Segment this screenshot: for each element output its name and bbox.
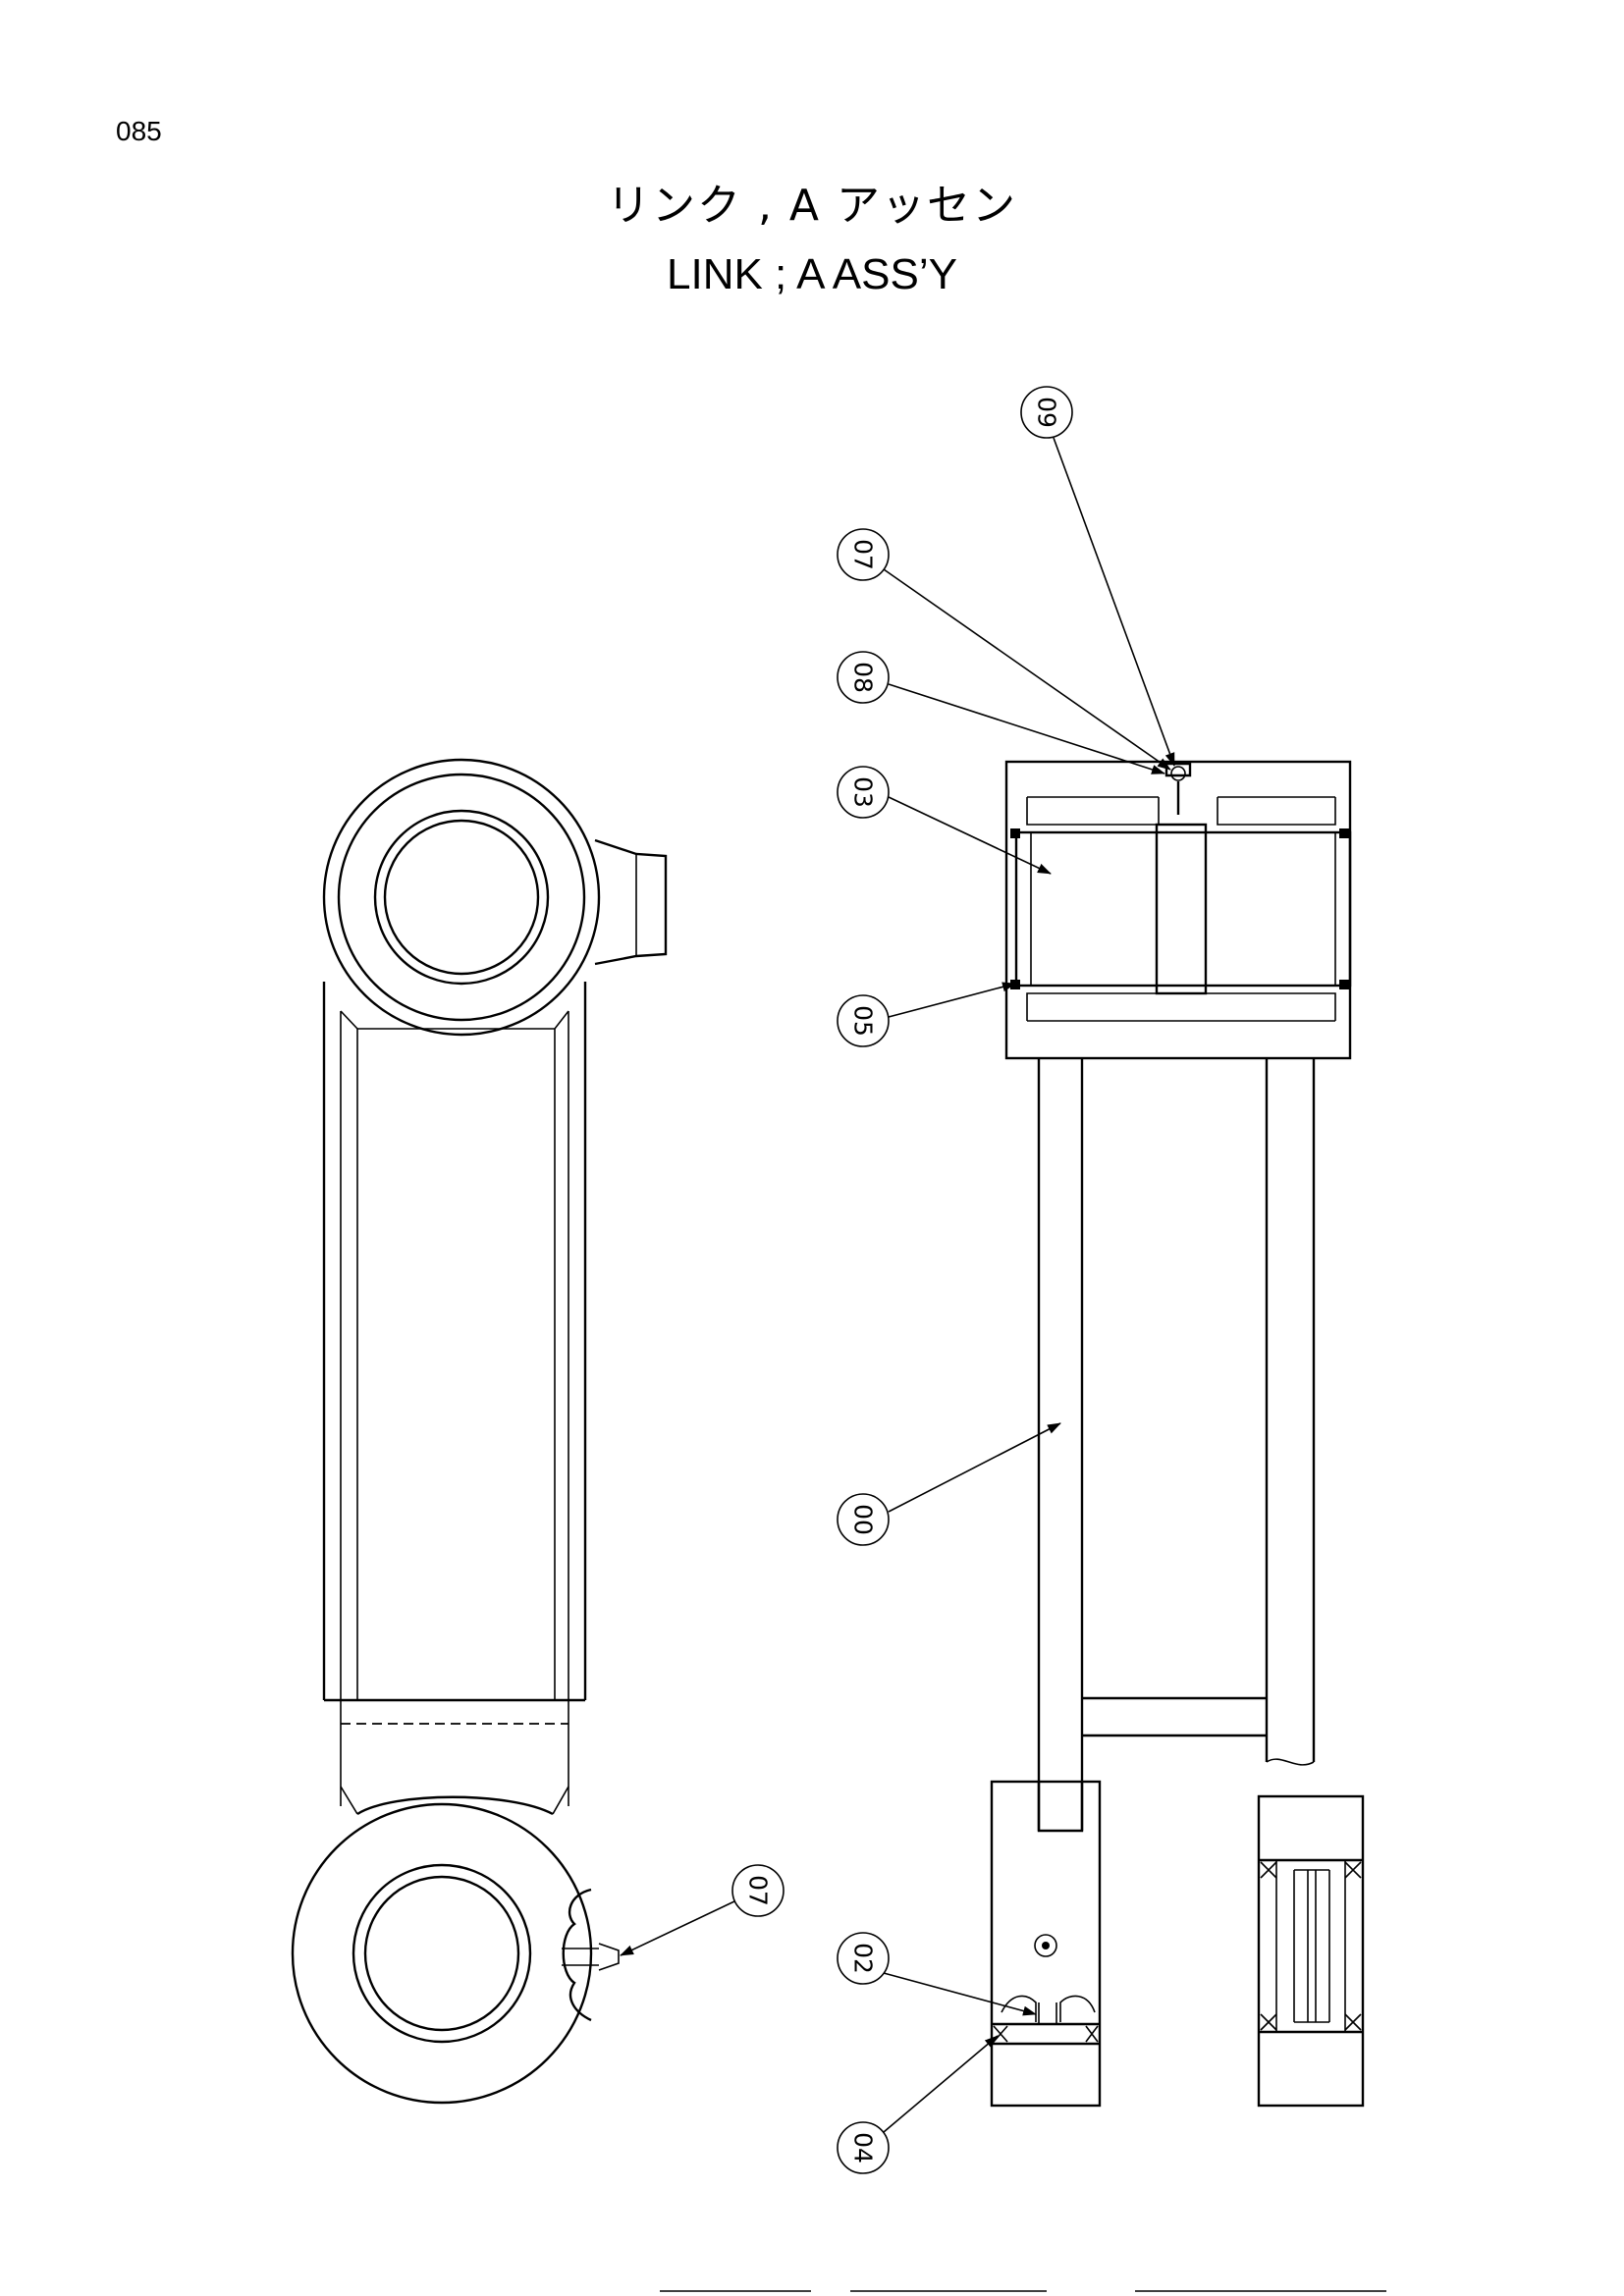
bottom-right-boss bbox=[1257, 1794, 1365, 2108]
svg-text:02: 02 bbox=[849, 1943, 878, 1974]
bottom-eye-bore-outer bbox=[352, 1863, 532, 2044]
title-japanese: リンク , A アッセン bbox=[606, 181, 1018, 231]
top-eye-bore-inner bbox=[383, 819, 540, 976]
title-english: LINK ; A ASS’Y bbox=[667, 250, 957, 298]
bottom-left-boss bbox=[990, 1780, 1102, 2108]
bottom-eye-bore-inner bbox=[363, 1875, 520, 2032]
bottom-eye-outer bbox=[291, 1802, 593, 2105]
svg-text:03: 03 bbox=[849, 776, 878, 808]
callout-05: 05 bbox=[837, 982, 1016, 1047]
top-eye-bore-outer bbox=[373, 809, 550, 986]
callout-09: 09 bbox=[1020, 386, 1175, 767]
svg-text:07: 07 bbox=[744, 1875, 773, 1906]
callout-07-bottom: 07 bbox=[620, 1864, 785, 1956]
callout-03: 03 bbox=[837, 766, 1052, 875]
callout-08: 08 bbox=[837, 651, 1165, 774]
callout-04: 04 bbox=[837, 2035, 999, 2174]
link-front-view bbox=[990, 760, 1365, 2108]
svg-text:07: 07 bbox=[849, 539, 878, 570]
svg-text:04: 04 bbox=[849, 2132, 878, 2163]
link-side-view bbox=[291, 758, 668, 2105]
svg-text:09: 09 bbox=[1033, 397, 1061, 428]
svg-text:00: 00 bbox=[849, 1504, 878, 1535]
page-number: 085 bbox=[116, 116, 162, 146]
callouts: 09 07 08 03 05 00 bbox=[620, 386, 1175, 2174]
top-eye-ring bbox=[337, 773, 586, 1022]
callout-00: 00 bbox=[837, 1422, 1061, 1546]
svg-text:05: 05 bbox=[849, 1005, 878, 1037]
callout-02: 02 bbox=[837, 1932, 1037, 2016]
callout-07-top: 07 bbox=[837, 528, 1171, 771]
svg-text:08: 08 bbox=[849, 662, 878, 693]
top-eye-boss bbox=[594, 838, 668, 966]
top-eye-outer bbox=[322, 758, 601, 1037]
